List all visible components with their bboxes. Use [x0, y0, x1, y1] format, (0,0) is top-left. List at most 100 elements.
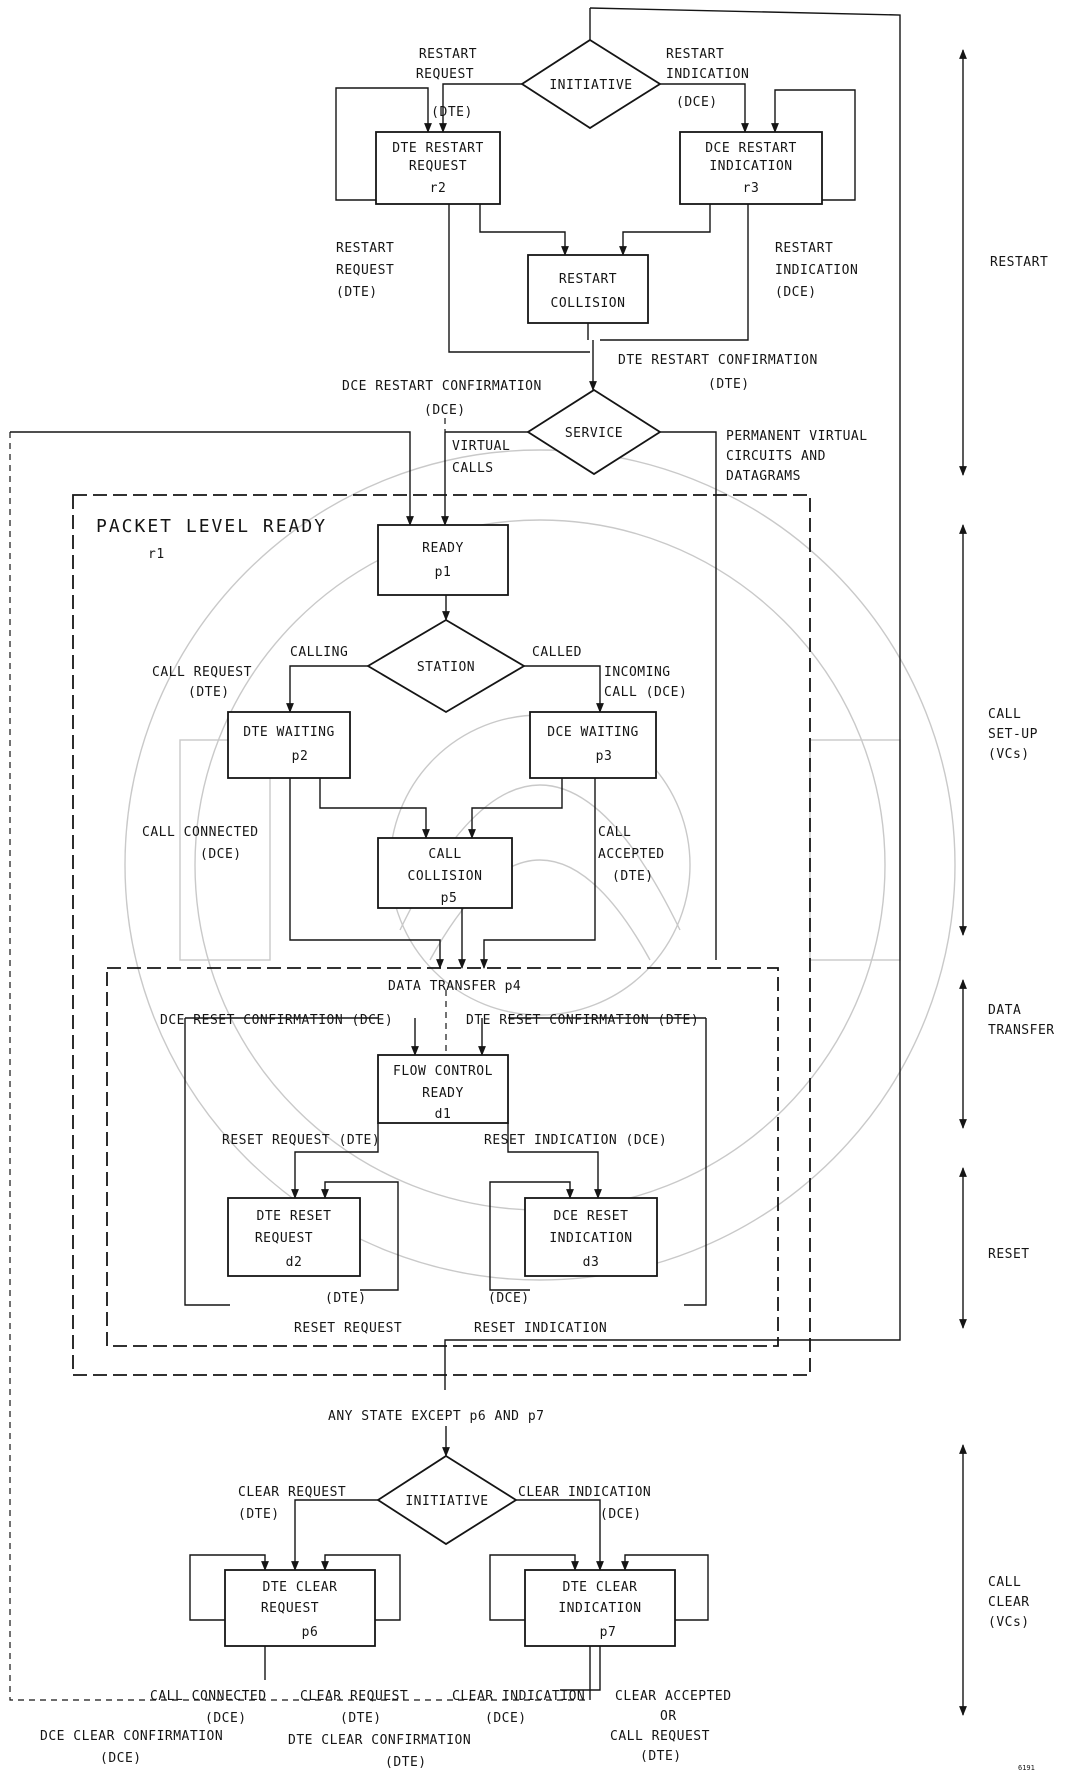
- svg-text:CALL REQUEST: CALL REQUEST: [152, 665, 252, 680]
- svg-text:DTE CLEAR: DTE CLEAR: [263, 1580, 338, 1595]
- svg-text:CLEAR INDICATION: CLEAR INDICATION: [518, 1485, 651, 1500]
- label-permanent-virtual: PERMANENT VIRTUAL CIRCUITS AND DATAGRAMS: [726, 429, 868, 484]
- svg-text:p2: p2: [292, 749, 309, 764]
- label-restart-indication-right: RESTART INDICATION (DCE): [775, 241, 858, 300]
- svg-text:d1: d1: [435, 1107, 452, 1122]
- label-calling: CALLING: [290, 645, 348, 660]
- state-dce-waiting: DCE WAITING p3: [530, 712, 656, 778]
- svg-text:READY: READY: [422, 541, 464, 556]
- svg-text:DCE CLEAR CONFIRMATION: DCE CLEAR CONFIRMATION: [40, 1729, 223, 1744]
- state-dte-clear-indication: DTE CLEAR INDICATION p7: [525, 1570, 675, 1646]
- state-call-collision: CALL COLLISION p5: [378, 838, 512, 908]
- svg-text:(DCE): (DCE): [424, 403, 466, 418]
- svg-text:(DCE): (DCE): [100, 1751, 142, 1766]
- phase-data-transfer: DATA TRANSFER: [988, 1003, 1055, 1038]
- svg-text:(VCs): (VCs): [988, 747, 1030, 762]
- svg-text:(DTE): (DTE): [431, 105, 473, 120]
- svg-text:r1: r1: [148, 547, 165, 562]
- label-dte-clear-confirmation: DTE CLEAR CONFIRMATION (DTE): [288, 1733, 471, 1770]
- svg-text:d3: d3: [583, 1255, 600, 1270]
- label-dte-small: (DTE): [325, 1291, 367, 1306]
- svg-text:CALL: CALL: [428, 847, 461, 862]
- svg-text:(DCE): (DCE): [676, 95, 718, 110]
- svg-text:CALL: CALL: [598, 825, 631, 840]
- state-dte-reset-request: DTE RESET REQUEST d2: [228, 1198, 360, 1276]
- state-dte-waiting: DTE WAITING p2: [228, 712, 350, 778]
- label-clear-request-top: CLEAR REQUEST (DTE): [238, 1485, 346, 1522]
- label-call-connected: CALL CONNECTED (DCE): [142, 825, 259, 862]
- state-dce-restart-indication: DCE RESTART INDICATION r3: [680, 132, 822, 204]
- state-flow-control-ready: FLOW CONTROL READY d1: [378, 1055, 508, 1123]
- label-clear-request-bottom: CLEAR REQUEST (DTE): [300, 1689, 408, 1726]
- svg-text:DATA: DATA: [988, 1003, 1021, 1018]
- label-dce-restart-confirmation: DCE RESTART CONFIRMATION (DCE): [342, 379, 542, 418]
- svg-text:(DTE): (DTE): [640, 1749, 682, 1764]
- label-clear-indication-top: CLEAR INDICATION (DCE): [518, 1485, 651, 1522]
- label-dce-clear-confirmation: DCE CLEAR CONFIRMATION (DCE): [40, 1729, 223, 1766]
- initiative-clear-decision: INITIATIVE: [378, 1456, 516, 1544]
- svg-text:REQUEST: REQUEST: [261, 1601, 319, 1616]
- label-reset-request-dte: RESET REQUEST (DTE): [222, 1133, 380, 1148]
- svg-text:CALL CONNECTED: CALL CONNECTED: [150, 1689, 267, 1704]
- svg-text:COLLISION: COLLISION: [551, 296, 626, 311]
- svg-text:r2: r2: [430, 181, 447, 196]
- label-dce-reset-confirmation: DCE RESET CONFIRMATION (DCE): [160, 1013, 393, 1028]
- svg-text:STATION: STATION: [417, 660, 475, 675]
- svg-text:CALL: CALL: [988, 1575, 1021, 1590]
- svg-text:CLEAR INDICATION: CLEAR INDICATION: [452, 1689, 585, 1704]
- svg-text:CALLS: CALLS: [452, 461, 494, 476]
- service-decision: SERVICE: [528, 390, 660, 474]
- svg-text:(DCE): (DCE): [200, 847, 242, 862]
- label-clear-indication-bottom: CLEAR INDICATION (DCE): [452, 1689, 585, 1726]
- svg-text:INCOMING: INCOMING: [604, 665, 671, 680]
- packet-level-ready-title: PACKET LEVEL READY r1: [96, 516, 327, 562]
- svg-text:DCE RESTART: DCE RESTART: [705, 141, 797, 156]
- svg-text:TRANSFER: TRANSFER: [988, 1023, 1055, 1038]
- svg-text:CALL CONNECTED: CALL CONNECTED: [142, 825, 259, 840]
- phase-restart: RESTART: [990, 255, 1048, 270]
- svg-text:DTE WAITING: DTE WAITING: [243, 725, 335, 740]
- svg-text:RESTART: RESTART: [419, 47, 477, 62]
- svg-text:INDICATION: INDICATION: [709, 159, 792, 174]
- svg-text:REQUEST: REQUEST: [416, 67, 474, 82]
- state-restart-collision: RESTART COLLISION: [528, 255, 648, 323]
- label-call-connected-bottom: CALL CONNECTED (DCE): [150, 1689, 267, 1726]
- state-dte-restart-request: DTE RESTART REQUEST r2: [376, 132, 500, 204]
- svg-text:CALL (DCE): CALL (DCE): [604, 685, 687, 700]
- svg-text:(DCE): (DCE): [485, 1711, 527, 1726]
- svg-text:DTE CLEAR CONFIRMATION: DTE CLEAR CONFIRMATION: [288, 1733, 471, 1748]
- svg-text:(DTE): (DTE): [708, 377, 750, 392]
- svg-text:REQUEST: REQUEST: [255, 1231, 313, 1246]
- svg-text:DTE RESTART CONFIRMATION: DTE RESTART CONFIRMATION: [618, 353, 818, 368]
- svg-text:(DTE): (DTE): [340, 1711, 382, 1726]
- svg-text:INITIATIVE: INITIATIVE: [405, 1494, 488, 1509]
- svg-text:(DTE): (DTE): [188, 685, 230, 700]
- svg-text:CLEAR: CLEAR: [988, 1595, 1030, 1610]
- svg-text:INDICATION: INDICATION: [775, 263, 858, 278]
- svg-text:REQUEST: REQUEST: [336, 263, 394, 278]
- svg-text:p3: p3: [596, 749, 613, 764]
- svg-text:OR: OR: [660, 1709, 677, 1724]
- svg-text:SET-UP: SET-UP: [988, 727, 1038, 742]
- svg-text:(DCE): (DCE): [775, 285, 817, 300]
- station-decision: STATION: [368, 620, 524, 712]
- label-clear-accepted: CLEAR ACCEPTED OR CALL REQUEST (DTE): [610, 1689, 732, 1764]
- svg-text:DCE WAITING: DCE WAITING: [547, 725, 639, 740]
- phase-call-clear: CALL CLEAR (VCs): [988, 1575, 1030, 1630]
- svg-text:DTE RESET: DTE RESET: [257, 1209, 332, 1224]
- svg-text:CLEAR REQUEST: CLEAR REQUEST: [300, 1689, 408, 1704]
- svg-text:PACKET LEVEL READY: PACKET LEVEL READY: [96, 516, 327, 537]
- svg-text:PERMANENT VIRTUAL: PERMANENT VIRTUAL: [726, 429, 868, 444]
- state-dte-clear-request: DTE CLEAR REQUEST p6: [225, 1570, 375, 1646]
- svg-text:INDICATION: INDICATION: [558, 1601, 641, 1616]
- svg-text:(DCE): (DCE): [600, 1507, 642, 1522]
- phase-reset: RESET: [988, 1247, 1030, 1262]
- svg-text:READY: READY: [422, 1086, 464, 1101]
- svg-text:INDICATION: INDICATION: [666, 67, 749, 82]
- svg-text:DTE RESTART: DTE RESTART: [392, 141, 484, 156]
- label-any-state: ANY STATE EXCEPT p6 AND p7: [328, 1409, 545, 1424]
- label-dte-reset-confirmation: DTE RESET CONFIRMATION (DTE): [466, 1013, 699, 1028]
- watermark-seal: [125, 450, 955, 1280]
- svg-text:CIRCUITS AND: CIRCUITS AND: [726, 449, 826, 464]
